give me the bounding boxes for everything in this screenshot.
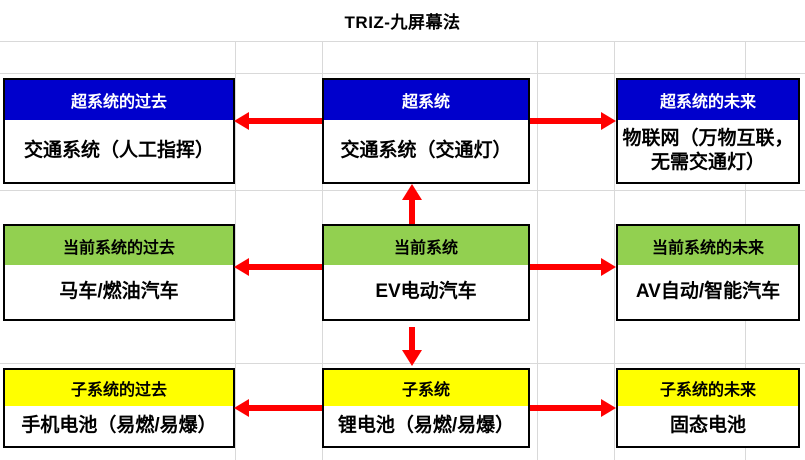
box-header: 当前系统 bbox=[324, 226, 528, 265]
box-sub-system-past: 子系统的过去 手机电池（易燃/易爆） bbox=[3, 368, 235, 448]
box-sub-system-future: 子系统的未来 固态电池 bbox=[616, 368, 800, 448]
box-super-system-future: 超系统的未来 物联网（万物互联， 无需交通灯） bbox=[616, 78, 800, 184]
box-super-system: 超系统 交通系统（交通灯） bbox=[322, 78, 530, 184]
box-header: 当前系统的过去 bbox=[5, 226, 233, 265]
box-current-system: 当前系统 EV电动汽车 bbox=[322, 224, 530, 321]
gridline-vertical bbox=[614, 41, 615, 460]
box-header: 超系统的过去 bbox=[5, 80, 233, 120]
box-content: 马车/燃油汽车 bbox=[59, 281, 179, 303]
box-current-system-future: 当前系统的未来 AV自动/智能汽车 bbox=[616, 224, 800, 321]
box-content: AV自动/智能汽车 bbox=[635, 281, 781, 303]
box-content: EV电动汽车 bbox=[375, 281, 477, 303]
gridline-vertical bbox=[235, 41, 236, 460]
box-header: 子系统的未来 bbox=[618, 370, 798, 406]
box-sub-system: 子系统 锂电池（易燃/易爆） bbox=[322, 368, 530, 448]
box-header: 当前系统的未来 bbox=[618, 226, 798, 265]
gridline-horizontal bbox=[0, 73, 805, 74]
box-header: 子系统的过去 bbox=[5, 370, 233, 406]
box-super-system-past: 超系统的过去 交通系统（人工指挥） bbox=[3, 78, 235, 184]
box-content: 交通系统（交通灯） bbox=[340, 140, 512, 162]
box-content: 手机电池（易燃/易爆） bbox=[21, 415, 217, 437]
box-content: 物联网（万物互联， 无需交通灯） bbox=[622, 128, 794, 173]
page-title: TRIZ-九屏幕法 bbox=[344, 13, 461, 32]
box-content: 锂电池（易燃/易爆） bbox=[337, 415, 515, 437]
gridline-vertical bbox=[537, 41, 538, 460]
box-header: 子系统 bbox=[324, 370, 528, 406]
box-current-system-past: 当前系统的过去 马车/燃油汽车 bbox=[3, 224, 235, 321]
gridline-horizontal bbox=[0, 41, 805, 42]
box-header: 超系统的未来 bbox=[618, 80, 798, 120]
box-content: 交通系统（人工指挥） bbox=[23, 140, 214, 162]
box-header: 超系统 bbox=[324, 80, 528, 120]
box-content: 固态电池 bbox=[669, 415, 746, 437]
